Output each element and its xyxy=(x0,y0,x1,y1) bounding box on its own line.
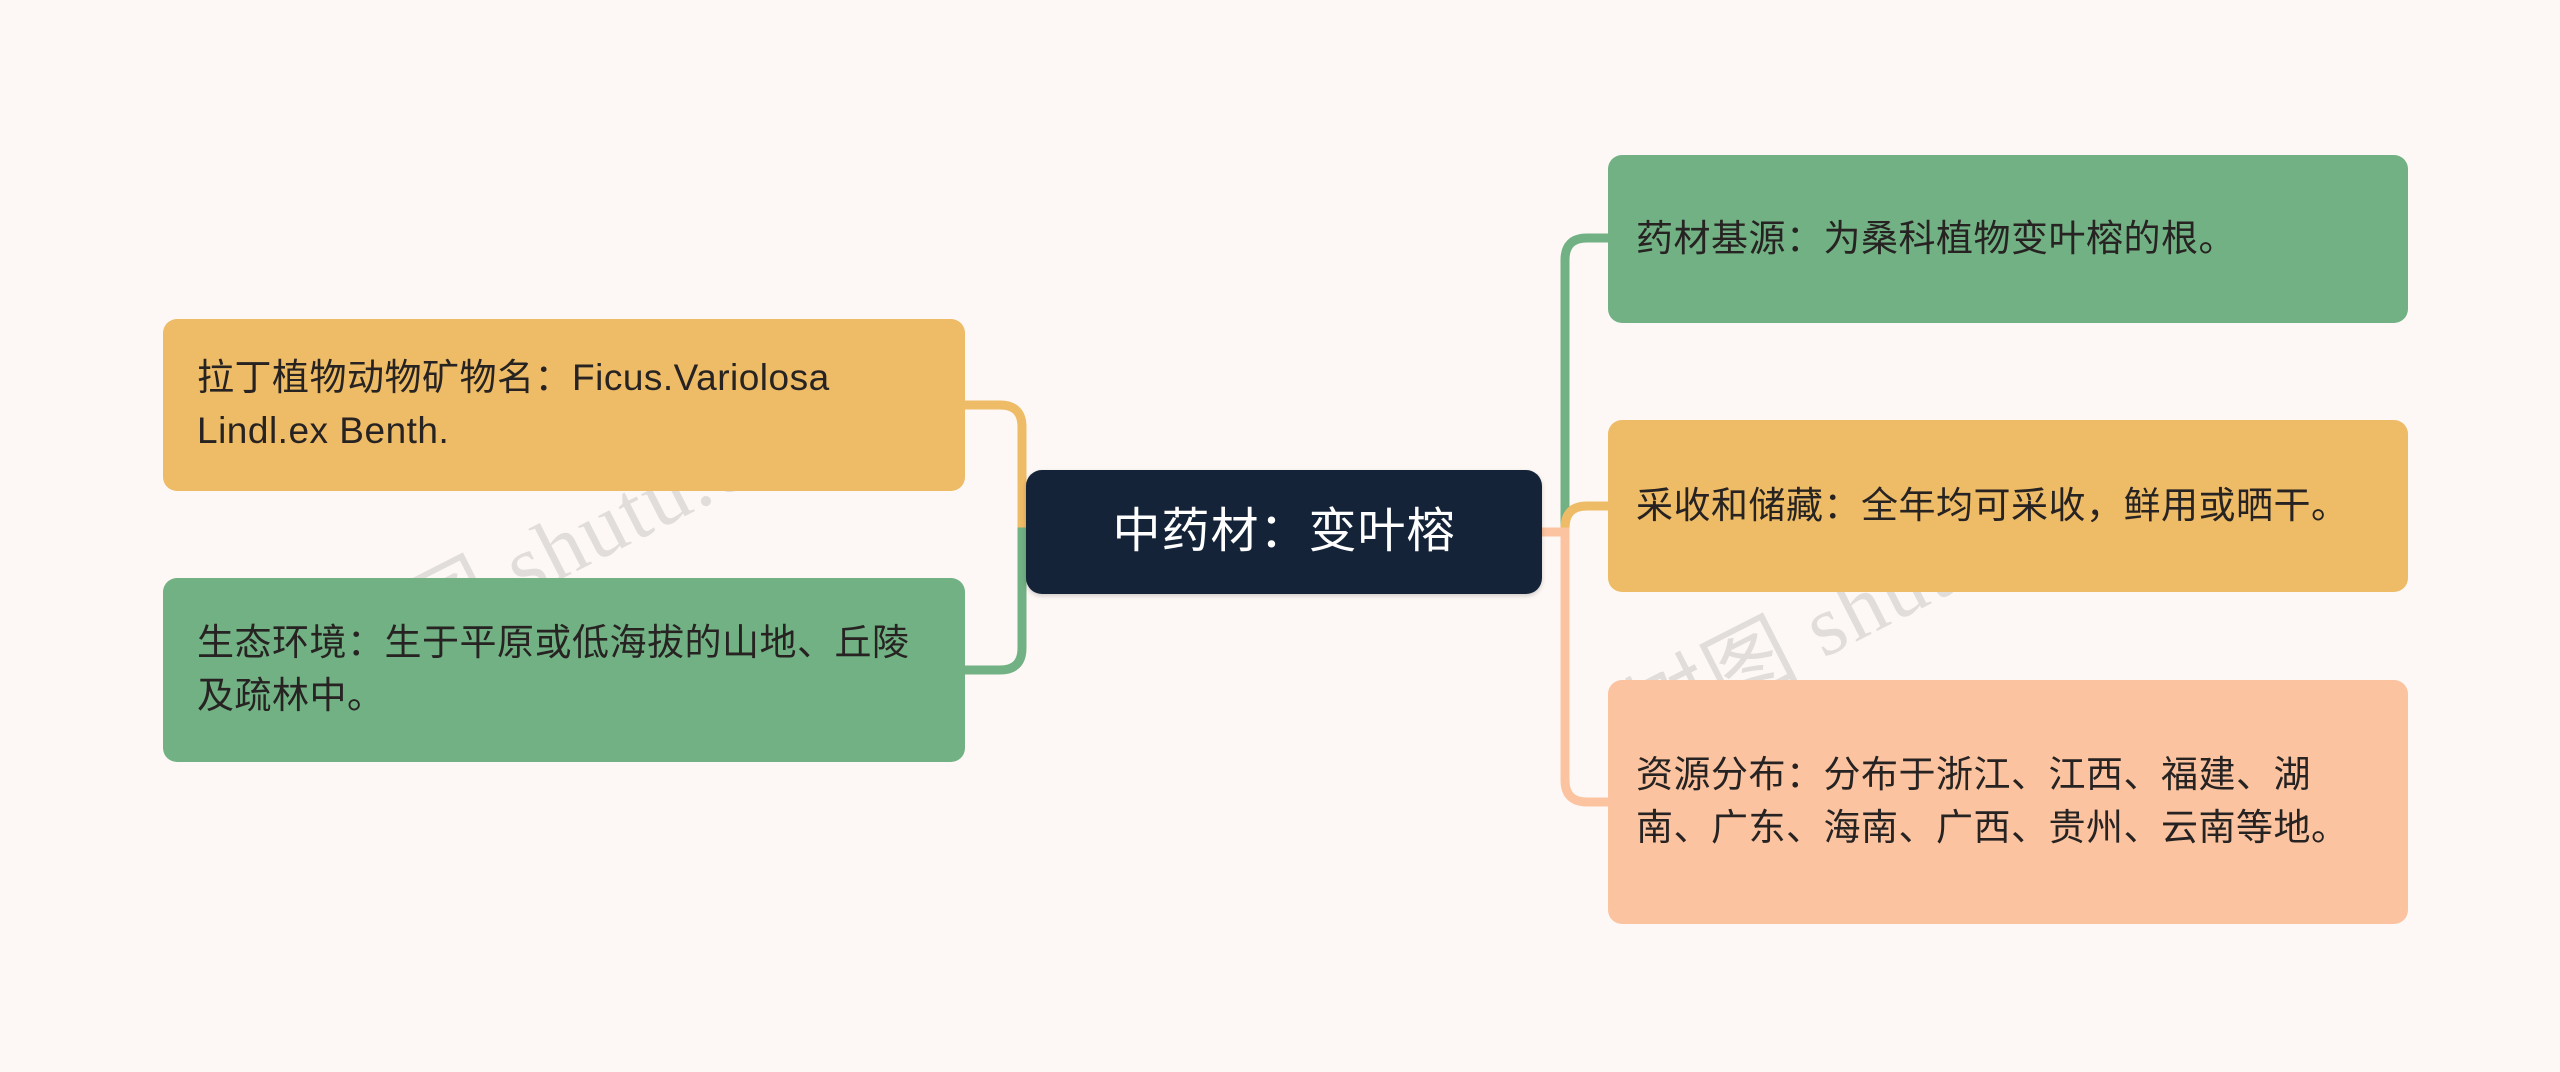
node-harvest-storage[interactable]: 采收和储藏：全年均可采收，鲜用或晒干。 xyxy=(1608,420,2408,592)
connector-ecology xyxy=(960,527,1031,675)
node-resource-distribution[interactable]: 资源分布：分布于浙江、江西、福建、湖南、广东、海南、广西、贵州、云南等地。 xyxy=(1608,680,2408,924)
node-root-label: 中药材：变叶榕 xyxy=(1112,505,1456,559)
node-root[interactable]: 中药材：变叶榕 xyxy=(1026,470,1542,594)
node-latin-name[interactable]: 拉丁植物动物矿物名：Ficus.Variolosa Lindl.ex Benth… xyxy=(163,319,965,491)
connector-harvest-storage xyxy=(1537,501,1613,537)
node-medicinal-source[interactable]: 药材基源：为桑科植物变叶榕的根。 xyxy=(1608,155,2408,323)
node-harvest-storage-label: 采收和储藏：全年均可采收，鲜用或晒干。 xyxy=(1636,484,2349,526)
node-resource-distribution-label: 资源分布：分布于浙江、江西、福建、湖南、广东、海南、广西、贵州、云南等地。 xyxy=(1636,754,2349,848)
connector-latin-name xyxy=(960,400,1027,537)
node-latin-name-label: 拉丁植物动物矿物名：Ficus.Variolosa Lindl.ex Benth… xyxy=(197,357,830,451)
node-ecology[interactable]: 生态环境：生于平原或低海拔的山地、丘陵及疏林中。 xyxy=(163,578,965,762)
node-medicinal-source-label: 药材基源：为桑科植物变叶榕的根。 xyxy=(1636,217,2236,259)
node-ecology-label: 生态环境：生于平原或低海拔的山地、丘陵及疏林中。 xyxy=(197,622,910,716)
connector-medicinal-source xyxy=(1537,233,1613,537)
connector-resource-distribution xyxy=(1537,527,1613,807)
